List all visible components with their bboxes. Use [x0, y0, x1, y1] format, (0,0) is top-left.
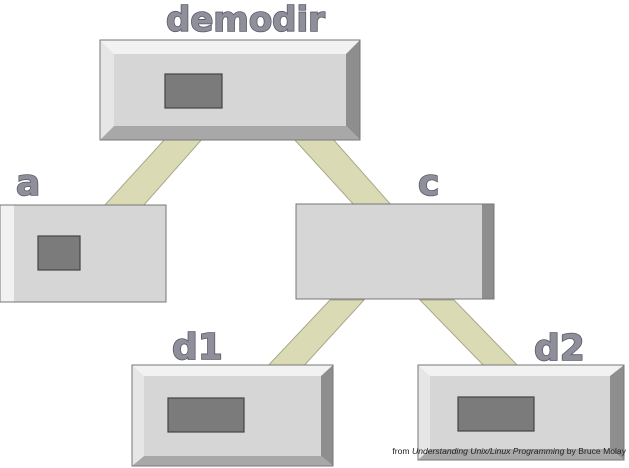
node-c: c: [295, 162, 495, 300]
node-a: a: [0, 162, 167, 303]
node-d2: d2: [417, 327, 625, 461]
node-d1: d1: [131, 326, 334, 467]
source-credit: from Understanding Unix/Linux Programmin…: [382, 446, 626, 456]
credit-prefix: from: [392, 446, 412, 456]
connector-demodir-c: [291, 137, 394, 207]
node-a-inner: [37, 235, 81, 271]
node-d2-label: d2: [534, 328, 585, 369]
credit-book-title: Understanding Unix/Linux Programming: [411, 446, 565, 456]
node-c-label: c: [418, 163, 439, 204]
node-d1-inner: [167, 397, 245, 433]
node-d1-label: d1: [172, 327, 223, 368]
credit-suffix: by Bruce Molay: [564, 446, 626, 456]
connector-c-d2: [418, 299, 524, 371]
node-d2-inner: [457, 396, 535, 432]
connector-demodir-a: [102, 137, 205, 207]
node-demodir: demodir: [99, 0, 361, 141]
connector-c-d1: [262, 299, 366, 371]
node-demodir-label: demodir: [166, 0, 325, 40]
node-a-label: a: [16, 163, 40, 204]
node-demodir-inner: [164, 73, 223, 109]
